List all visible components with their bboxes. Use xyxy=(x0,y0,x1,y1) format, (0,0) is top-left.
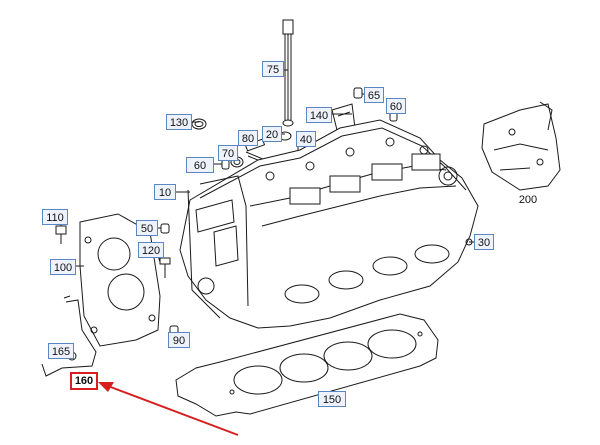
bracket-200 xyxy=(481,101,561,191)
callout-60-top[interactable]: 60 xyxy=(386,98,406,114)
callout-65[interactable]: 65 xyxy=(364,87,384,103)
plug-50 xyxy=(160,223,170,234)
cylinder-head-bolt xyxy=(282,19,294,127)
callout-150[interactable]: 150 xyxy=(318,391,346,407)
callout-75[interactable]: 75 xyxy=(262,61,284,77)
callout-140[interactable]: 140 xyxy=(306,107,332,123)
callout-30[interactable]: 30 xyxy=(474,234,494,250)
callout-120[interactable]: 120 xyxy=(138,242,164,258)
callout-160[interactable]: 160 xyxy=(70,372,98,390)
callout-90[interactable]: 90 xyxy=(168,332,190,348)
head-gasket xyxy=(175,313,439,417)
callout-165[interactable]: 165 xyxy=(48,343,74,359)
callout-80[interactable]: 80 xyxy=(238,130,258,146)
label-200[interactable]: 200 xyxy=(518,194,538,206)
callout-20[interactable]: 20 xyxy=(262,126,282,142)
callout-50[interactable]: 50 xyxy=(136,220,158,236)
callout-70[interactable]: 70 xyxy=(218,145,238,161)
callout-10[interactable]: 10 xyxy=(154,184,176,200)
callout-40[interactable]: 40 xyxy=(296,131,316,147)
callout-130[interactable]: 130 xyxy=(166,114,192,130)
plug-65 xyxy=(353,87,363,99)
highlight-arrow xyxy=(98,382,239,436)
callout-60-left[interactable]: 60 xyxy=(186,157,214,173)
callout-110[interactable]: 110 xyxy=(42,209,68,225)
bolt-120 xyxy=(159,257,171,278)
o-ring-130 xyxy=(191,118,207,130)
cylinder-head xyxy=(179,119,479,329)
bolt-110 xyxy=(55,225,67,244)
callout-100[interactable]: 100 xyxy=(50,259,76,275)
